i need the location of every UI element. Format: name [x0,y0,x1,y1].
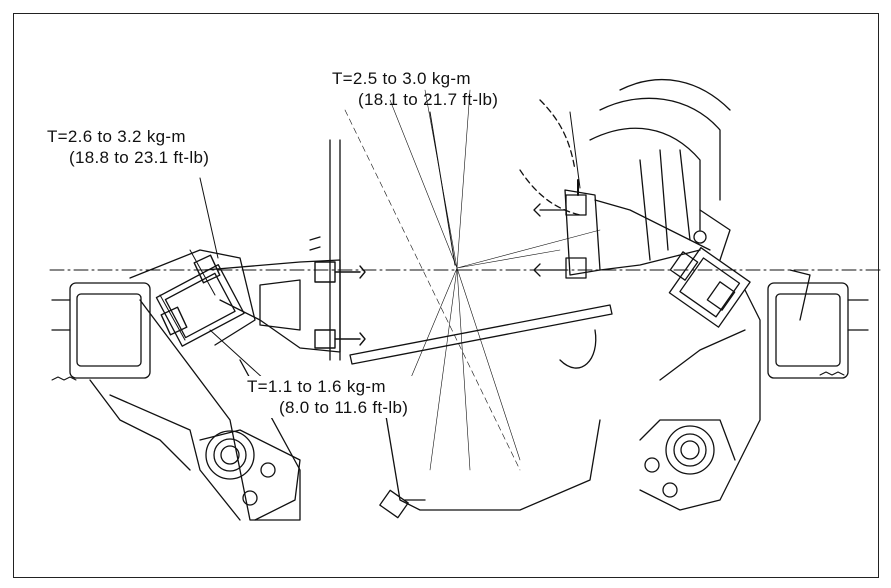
torque-metric-top: T=2.5 to 3.0 kg-m [332,69,471,88]
right-mount-arm [639,269,811,511]
torque-spec-top: T=2.5 to 3.0 kg-m (18.1 to 21.7 ft-lb) [332,68,498,110]
figure-border [13,13,879,578]
right-bracket [533,179,711,279]
torque-metric-bottom: T=1.1 to 1.6 kg-m [247,377,386,396]
left-lower-arm [199,429,301,521]
left-frame-rail [51,282,151,381]
torque-imperial-left: (18.8 to 23.1 ft-lb) [69,148,210,167]
right-frame-rail [767,282,869,379]
leader-lines [199,111,581,381]
torque-spec-left: T=2.6 to 3.2 kg-m (18.8 to 23.1 ft-lb) [47,126,209,168]
torque-spec-bottom: T=1.1 to 1.6 kg-m (8.0 to 11.6 ft-lb) [243,376,413,418]
drain-plug [379,489,426,519]
right-insulator [668,247,751,328]
torque-imperial-top: (18.1 to 21.7 ft-lb) [358,90,499,109]
oil-pan [349,99,613,511]
torque-imperial-bottom: (8.0 to 11.6 ft-lb) [279,398,409,417]
left-mount-arm [89,249,301,521]
right-lower-arm [639,419,736,498]
right-upper-body [589,78,731,261]
left-insulator [155,264,245,347]
left-bracket [204,139,341,361]
left-bolts [159,249,366,349]
torque-metric-left: T=2.6 to 3.2 kg-m [47,127,186,146]
